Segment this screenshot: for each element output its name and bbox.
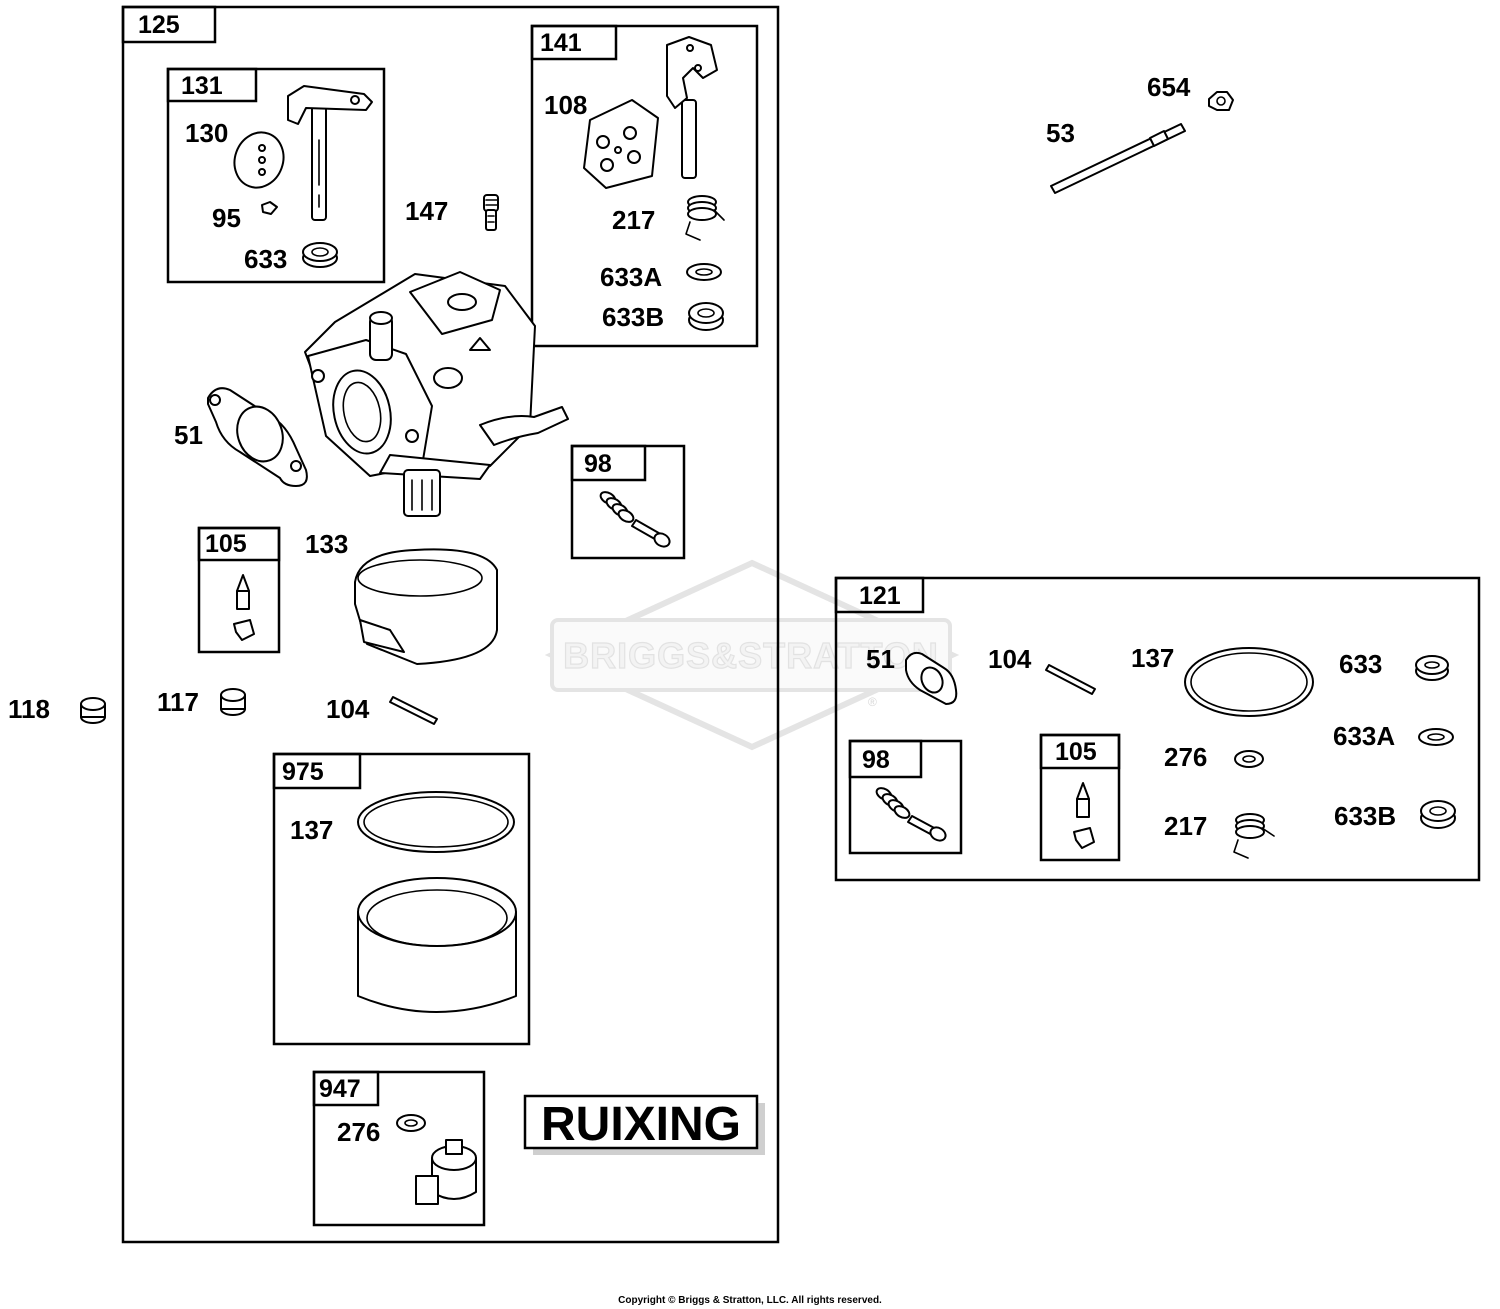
label-633A-throttle: 633A [600, 262, 662, 292]
throttle-washer-icon [686, 263, 722, 281]
label-276-solenoid: 276 [337, 1117, 380, 1147]
float-icon [354, 548, 498, 665]
kit-125-tab [121, 5, 217, 44]
bowl-gasket-icon [357, 791, 515, 853]
kit-121-mixture-spring-icon [875, 787, 911, 819]
label-121-633B: 633B [1334, 801, 1396, 831]
label-53: 53 [1046, 118, 1075, 148]
inlet-needle-icon [233, 574, 255, 641]
kit-947-group: 947 276 [312, 1070, 486, 1227]
label-121-137: 137 [1131, 643, 1174, 673]
float-pin-icon [389, 696, 438, 725]
kit-121-inlet-needle-icon [1073, 782, 1095, 849]
kit-121-gasket-icon [905, 651, 958, 705]
kit-121-bowl-gasket-icon [1184, 647, 1314, 717]
choke-shaft-icon [287, 85, 373, 221]
kit-125-number: 125 [138, 11, 180, 39]
choke-seal-icon [302, 242, 338, 268]
label-633B-throttle: 633B [602, 302, 664, 332]
label-133: 133 [305, 529, 348, 559]
kit-947-number: 947 [319, 1075, 361, 1103]
label-217-throttle: 217 [612, 205, 655, 235]
solenoid-washer-icon [396, 1114, 426, 1132]
label-95: 95 [212, 203, 241, 233]
throttle-seal-icon [688, 302, 724, 331]
label-147: 147 [405, 196, 448, 226]
kit-125-group: 125 [121, 5, 780, 1244]
fuel-solenoid-icon [415, 1139, 477, 1205]
throttle-spring-icon [685, 195, 725, 241]
kit-121-number: 121 [859, 582, 901, 610]
kit-141-number: 141 [540, 29, 582, 57]
kit-121-washer-633A-icon [1418, 728, 1454, 746]
kit-141-group: 141 108 217 633A 633B [530, 24, 759, 348]
label-117: 117 [157, 687, 199, 717]
stud-53-icon [1050, 123, 1186, 194]
label-51: 51 [174, 420, 203, 450]
brand-stamp: RUIXING [523, 1094, 765, 1155]
kit-105-group: 105 [197, 526, 281, 654]
mixture-screw-icon [631, 519, 671, 548]
carburetor-body-icon [304, 271, 569, 517]
label-633-choke: 633 [244, 244, 287, 274]
kit-121-washer-276-icon [1234, 750, 1264, 768]
watermark-text: BRIGGS&STRATTON [563, 635, 939, 676]
carb-gasket-icon [207, 387, 308, 487]
label-130: 130 [185, 118, 228, 148]
kit-121-105-number: 105 [1055, 738, 1097, 766]
kit-121-group: 121 51 104 137 633 633A 276 633B 217 [834, 576, 1481, 882]
label-137-bowl: 137 [290, 815, 333, 845]
label-104: 104 [326, 694, 370, 724]
throttle-shaft-icon [666, 36, 718, 179]
kit-975-group: 975 137 [272, 752, 531, 1046]
kit-121-98-number: 98 [862, 746, 890, 774]
watermark-registered-mark: ® [868, 695, 877, 709]
label-121-217: 217 [1164, 811, 1207, 841]
copyright-notice: Copyright © Briggs & Stratton, LLC. All … [618, 1295, 882, 1306]
kit-105-number: 105 [205, 530, 247, 558]
label-108: 108 [544, 90, 587, 120]
label-654: 654 [1147, 72, 1191, 102]
idle-screw-icon [483, 194, 499, 231]
kit-121-mixture-screw-icon [907, 815, 947, 842]
kit-121-pin-icon [1045, 664, 1096, 695]
choke-plate-icon [233, 131, 285, 189]
kit-98-number: 98 [584, 450, 612, 478]
kit-975-number: 975 [282, 758, 324, 786]
kit-131-group: 131 130 95 633 [166, 67, 386, 284]
kit-121-spring-217-icon [1233, 813, 1275, 859]
float-bowl-icon [357, 877, 517, 1013]
briggs-stratton-watermark: BRIGGS&STRATTON ® [544, 559, 960, 751]
kit-121-seal-633B-icon [1420, 800, 1456, 829]
choke-screw-icon [261, 201, 278, 215]
kit-98-group: 98 [570, 444, 686, 560]
kit-125-frame [121, 5, 780, 1244]
brand-stamp-text: RUIXING [541, 1098, 741, 1151]
kit-121-seal-633-icon [1415, 655, 1449, 681]
label-121-104: 104 [988, 644, 1032, 674]
label-121-633: 633 [1339, 649, 1382, 679]
label-121-51: 51 [866, 644, 895, 674]
nut-654-icon [1208, 91, 1234, 111]
label-121-633A: 633A [1333, 721, 1395, 751]
plug-118-icon [80, 697, 106, 724]
main-jet-plug-icon [220, 688, 246, 716]
kit-131-number: 131 [181, 72, 223, 100]
throttle-plate-icon [583, 99, 659, 189]
label-118: 118 [8, 694, 50, 724]
mixture-spring-icon [599, 491, 635, 523]
label-121-276: 276 [1164, 742, 1207, 772]
